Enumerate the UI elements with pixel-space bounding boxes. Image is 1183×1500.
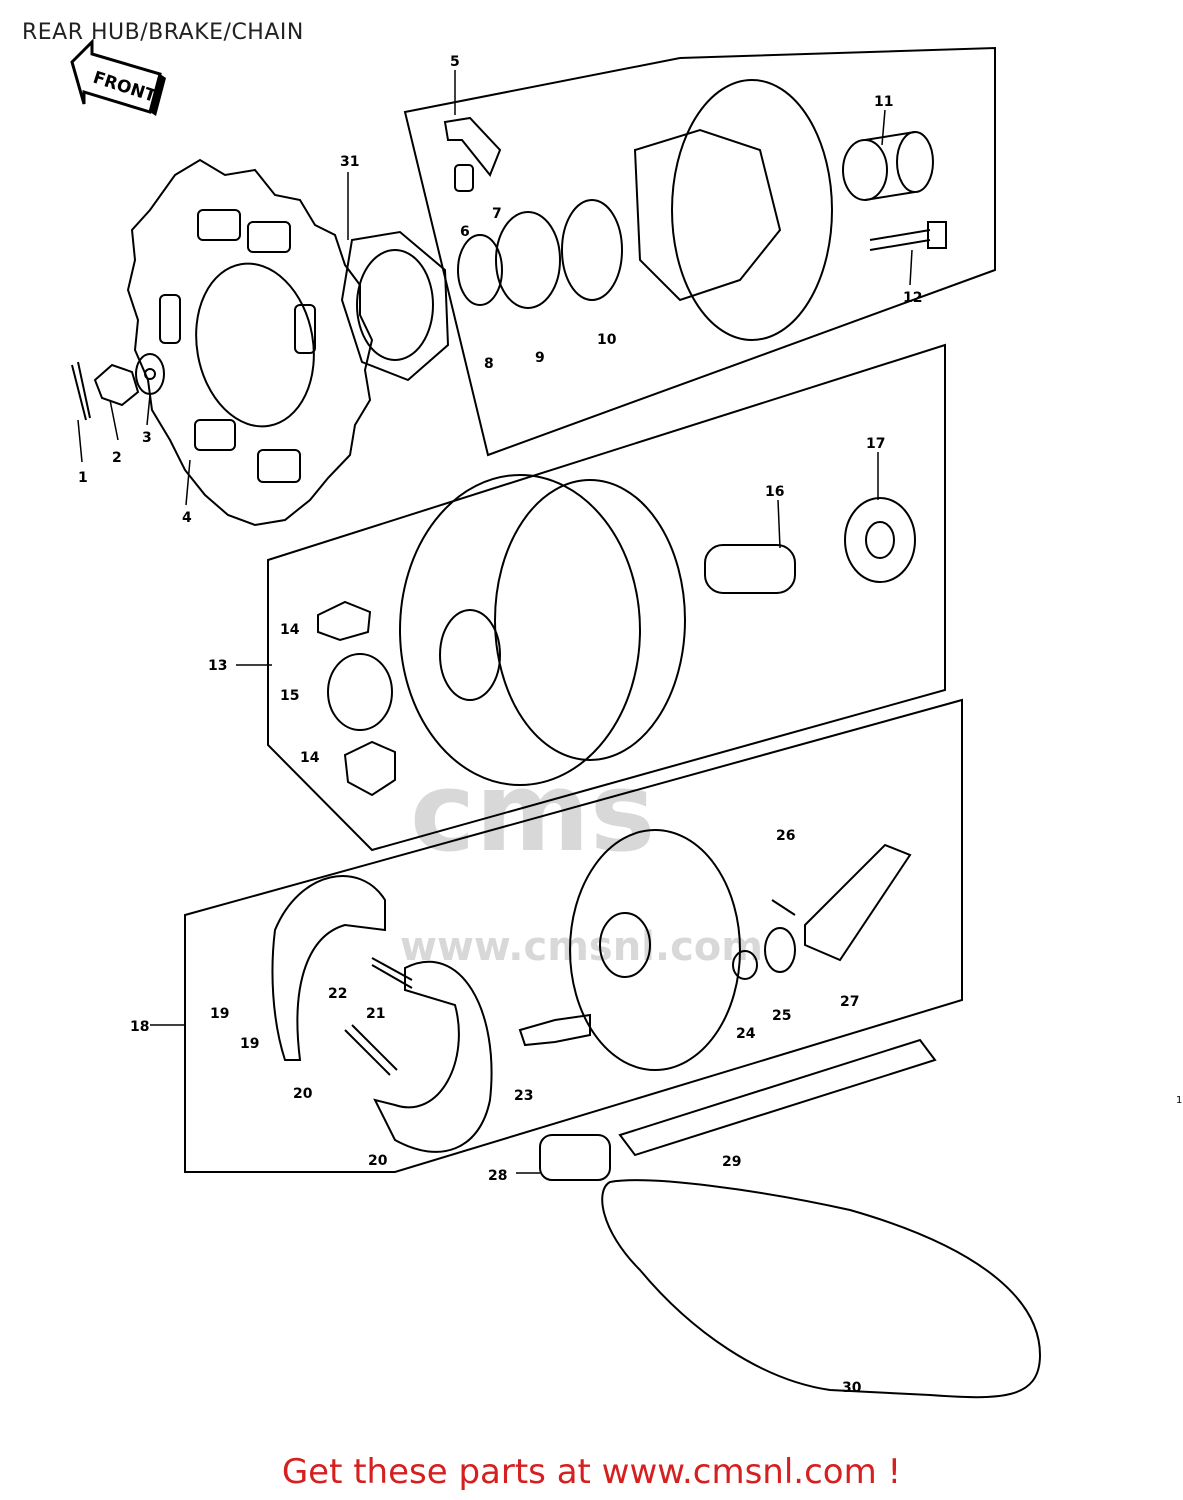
cam-23	[518, 1013, 591, 1047]
callout-2: 2	[112, 450, 122, 466]
callout-1: 1	[78, 470, 88, 486]
callout-14b: 14	[300, 750, 320, 766]
callout-25: 25	[772, 1008, 791, 1024]
panel-outlines	[184, 46, 996, 1173]
callout-28: 28	[488, 1168, 507, 1184]
callout-30: 30	[842, 1380, 862, 1396]
brake-panel	[184, 698, 963, 1173]
callout-labels: 1 2 3 4 5 6 7 8 9 10 11 12 13 14 14 15 1…	[78, 54, 922, 1396]
hub-panel	[403, 46, 996, 457]
front-arrow-icon: FRONT	[70, 38, 166, 116]
washer-24	[732, 950, 758, 980]
callout-14a: 14	[280, 622, 300, 638]
bearing-10	[561, 199, 623, 301]
watermark-logo: cms	[410, 748, 655, 876]
callout-7: 7	[492, 206, 502, 222]
callout-24: 24	[736, 1026, 756, 1042]
callout-9: 9	[535, 350, 545, 366]
callout-12: 12	[903, 290, 922, 306]
callout-leaders	[77, 70, 913, 1174]
callout-19a: 19	[210, 1006, 229, 1022]
seal-9	[495, 211, 561, 309]
damper-14a	[317, 600, 372, 642]
watermark-url: www.cmsnl.com	[400, 924, 763, 970]
indicator-25	[764, 927, 796, 973]
drive-chain-30	[601, 1179, 1042, 1399]
brake-shoe-20a	[271, 875, 386, 1061]
callout-18: 18	[130, 1019, 149, 1035]
bolt-26	[771, 899, 796, 916]
callout-26: 26	[776, 828, 795, 844]
cms-watermark: cms www.cmsnl.com	[400, 748, 763, 970]
callout-27: 27	[840, 994, 859, 1010]
rear-sprocket	[126, 158, 374, 527]
callout-22: 22	[328, 986, 347, 1002]
brake-shoe-20b	[373, 960, 493, 1153]
wheel-panel	[267, 343, 946, 852]
callout-21: 21	[366, 1006, 385, 1022]
bearing-17	[844, 497, 916, 583]
damper-14b	[343, 740, 396, 797]
axle-nut-set	[71, 353, 165, 421]
callout-31: 31	[340, 154, 359, 170]
callout-20b: 20	[368, 1153, 388, 1169]
callout-11: 11	[874, 94, 893, 110]
diagram-title: REAR HUB/BRAKE/CHAIN	[22, 20, 304, 45]
wheel-parts	[317, 474, 916, 797]
bolt-12	[869, 229, 931, 251]
callout-19b: 19	[240, 1036, 259, 1052]
callout-20a: 20	[293, 1086, 313, 1102]
callout-16: 16	[765, 484, 784, 500]
hub-parts	[443, 79, 947, 341]
axle-sleeve-16	[704, 544, 796, 594]
footer-promo-text: Get these parts at www.cmsnl.com !	[281, 1452, 902, 1492]
bolt-6	[454, 164, 474, 192]
callout-29: 29	[722, 1154, 741, 1170]
axle-29	[618, 1038, 937, 1157]
collar-8	[457, 234, 503, 306]
sprocket-gasket	[340, 230, 450, 382]
callout-10: 10	[597, 332, 617, 348]
callout-3: 3	[142, 430, 152, 446]
callout-13: 13	[208, 658, 227, 674]
callout-23: 23	[514, 1088, 533, 1104]
bearing-15	[327, 653, 393, 731]
spring-21	[371, 957, 413, 989]
wheel-front-face	[399, 474, 641, 786]
callout-15: 15	[280, 688, 299, 704]
brake-parts	[271, 829, 1042, 1399]
brake-panel-plate	[569, 829, 741, 1071]
lock-plate	[443, 116, 502, 177]
callout-17: 17	[866, 436, 885, 452]
sleeve-11	[842, 139, 888, 201]
callout-5: 5	[450, 54, 460, 70]
callout-6: 6	[460, 224, 470, 240]
sprocket-coupling	[671, 79, 833, 341]
cam-lever-27	[804, 843, 912, 962]
callout-8: 8	[484, 356, 494, 372]
callout-4: 4	[182, 510, 192, 526]
collar-28	[539, 1134, 611, 1181]
page-stamp: 1	[1176, 1095, 1182, 1106]
